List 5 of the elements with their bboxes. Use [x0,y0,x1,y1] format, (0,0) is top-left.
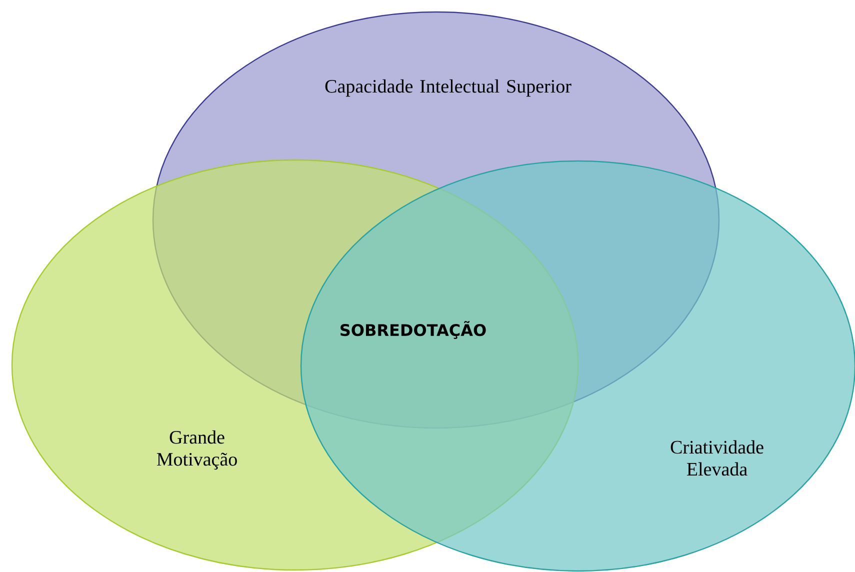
circle-label: Capacidade Intelectual Superior [325,79,572,97]
center-label: SOBREDOTAÇÃO [340,320,486,339]
circle-label: Grande Motivação [156,430,237,470]
circle-label: Criatividade Elevada [670,440,764,476]
venn-ellipse [300,160,855,572]
